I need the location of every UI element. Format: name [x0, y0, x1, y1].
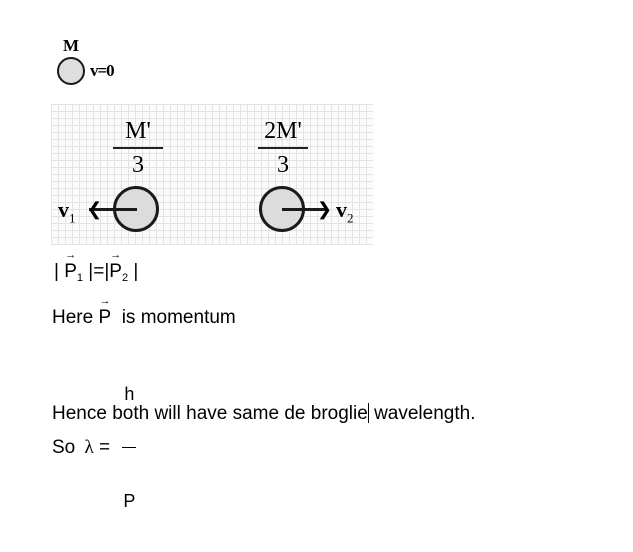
denominator: P	[123, 491, 136, 511]
split-bodies-figure: M' 3 2M' 3 ❮ ❯ v1 v2	[51, 104, 373, 245]
velocity-label: v=0	[90, 61, 115, 80]
text: Here	[52, 307, 99, 328]
fraction-bar	[113, 147, 163, 149]
initial-body-figure: M v=0	[52, 34, 132, 94]
left-velocity-label: v1	[58, 197, 76, 226]
vector-p1: P	[64, 249, 77, 283]
velocity-symbol: v	[58, 197, 69, 222]
left-arrowhead-icon: ❮	[87, 199, 103, 219]
left-arrow-icon	[89, 208, 137, 211]
right-arrowhead-icon: ❯	[317, 199, 333, 219]
right-arrow-icon	[282, 208, 326, 211]
fraction-bar	[122, 447, 137, 448]
right-mass-fraction: 2M' 3	[256, 119, 310, 177]
fraction-bar	[258, 147, 308, 149]
left-mass-fraction: M' 3	[111, 119, 165, 177]
abs-bar: |	[128, 261, 139, 282]
left-mass-numerator: M'	[125, 118, 151, 144]
velocity-subscript: 1	[69, 210, 76, 226]
vector-p2: P	[109, 249, 122, 283]
de-broglie-formula: So λ = h P	[52, 343, 139, 552]
abs-bar: |	[54, 261, 59, 282]
text: Hence both will have same de broglie	[52, 403, 368, 424]
velocity-symbol: v	[336, 197, 347, 222]
right-velocity-label: v2	[336, 197, 354, 226]
momentum-definition: Here P is momentum	[52, 295, 236, 329]
subscript-1: 1	[76, 272, 84, 284]
right-mass-numerator: 2M'	[264, 118, 302, 144]
equals-sign: |=|	[83, 261, 110, 282]
conclusion-text[interactable]: Hence both will have same de broglie wav…	[52, 403, 475, 425]
right-mass-denominator: 3	[277, 151, 289, 178]
lambda-symbol: λ	[84, 436, 94, 458]
text: So	[52, 436, 81, 458]
equals-sign: =	[93, 436, 116, 458]
ball-icon	[57, 57, 85, 85]
text-cursor	[367, 403, 369, 423]
vector-p: P	[98, 295, 111, 329]
left-mass-denominator: 3	[132, 151, 144, 178]
text: wavelength.	[368, 403, 476, 424]
mass-label: M	[63, 36, 80, 55]
text: is momentum	[111, 307, 236, 328]
velocity-subscript: 2	[347, 210, 354, 226]
momentum-equality: | P1 |=|P2 |	[54, 249, 139, 284]
numerator: h	[124, 384, 135, 404]
subscript-2: 2	[121, 272, 129, 284]
h-over-p-fraction: h P	[119, 343, 139, 552]
